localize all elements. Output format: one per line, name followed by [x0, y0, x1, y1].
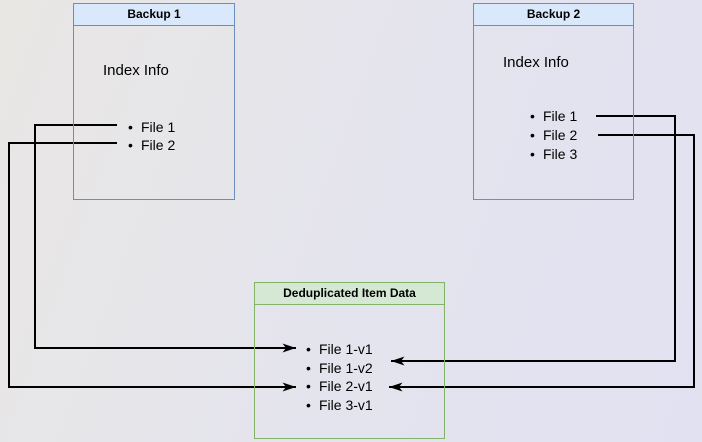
- list-item: File 2: [530, 126, 577, 145]
- backup2-title: Backup 2: [474, 4, 633, 26]
- dedup-item-list: File 1-v1File 1-v2File 2-v1File 3-v1: [306, 340, 373, 415]
- list-item: File 2: [128, 136, 175, 154]
- list-item: File 2-v1: [306, 377, 373, 396]
- backup2-box: Backup 2 Index Info File 1File 2File 3: [473, 3, 634, 200]
- list-item: File 3: [530, 145, 577, 164]
- backup1-box: Backup 1 Index Info File 1File 2: [73, 3, 235, 200]
- backup1-file-list: File 1File 2: [128, 118, 175, 154]
- backup2-index-info-label: Index Info: [503, 54, 569, 71]
- backup2-file-list: File 1File 2File 3: [530, 107, 577, 164]
- dedup-box: Deduplicated Item Data File 1-v1File 1-v…: [254, 282, 445, 439]
- list-item: File 1: [128, 118, 175, 136]
- backup1-index-info-label: Index Info: [103, 62, 169, 79]
- backup1-title: Backup 1: [74, 4, 234, 26]
- list-item: File 1-v1: [306, 340, 373, 359]
- dedup-title: Deduplicated Item Data: [255, 283, 444, 305]
- list-item: File 1-v2: [306, 359, 373, 378]
- list-item: File 1: [530, 107, 577, 126]
- list-item: File 3-v1: [306, 396, 373, 415]
